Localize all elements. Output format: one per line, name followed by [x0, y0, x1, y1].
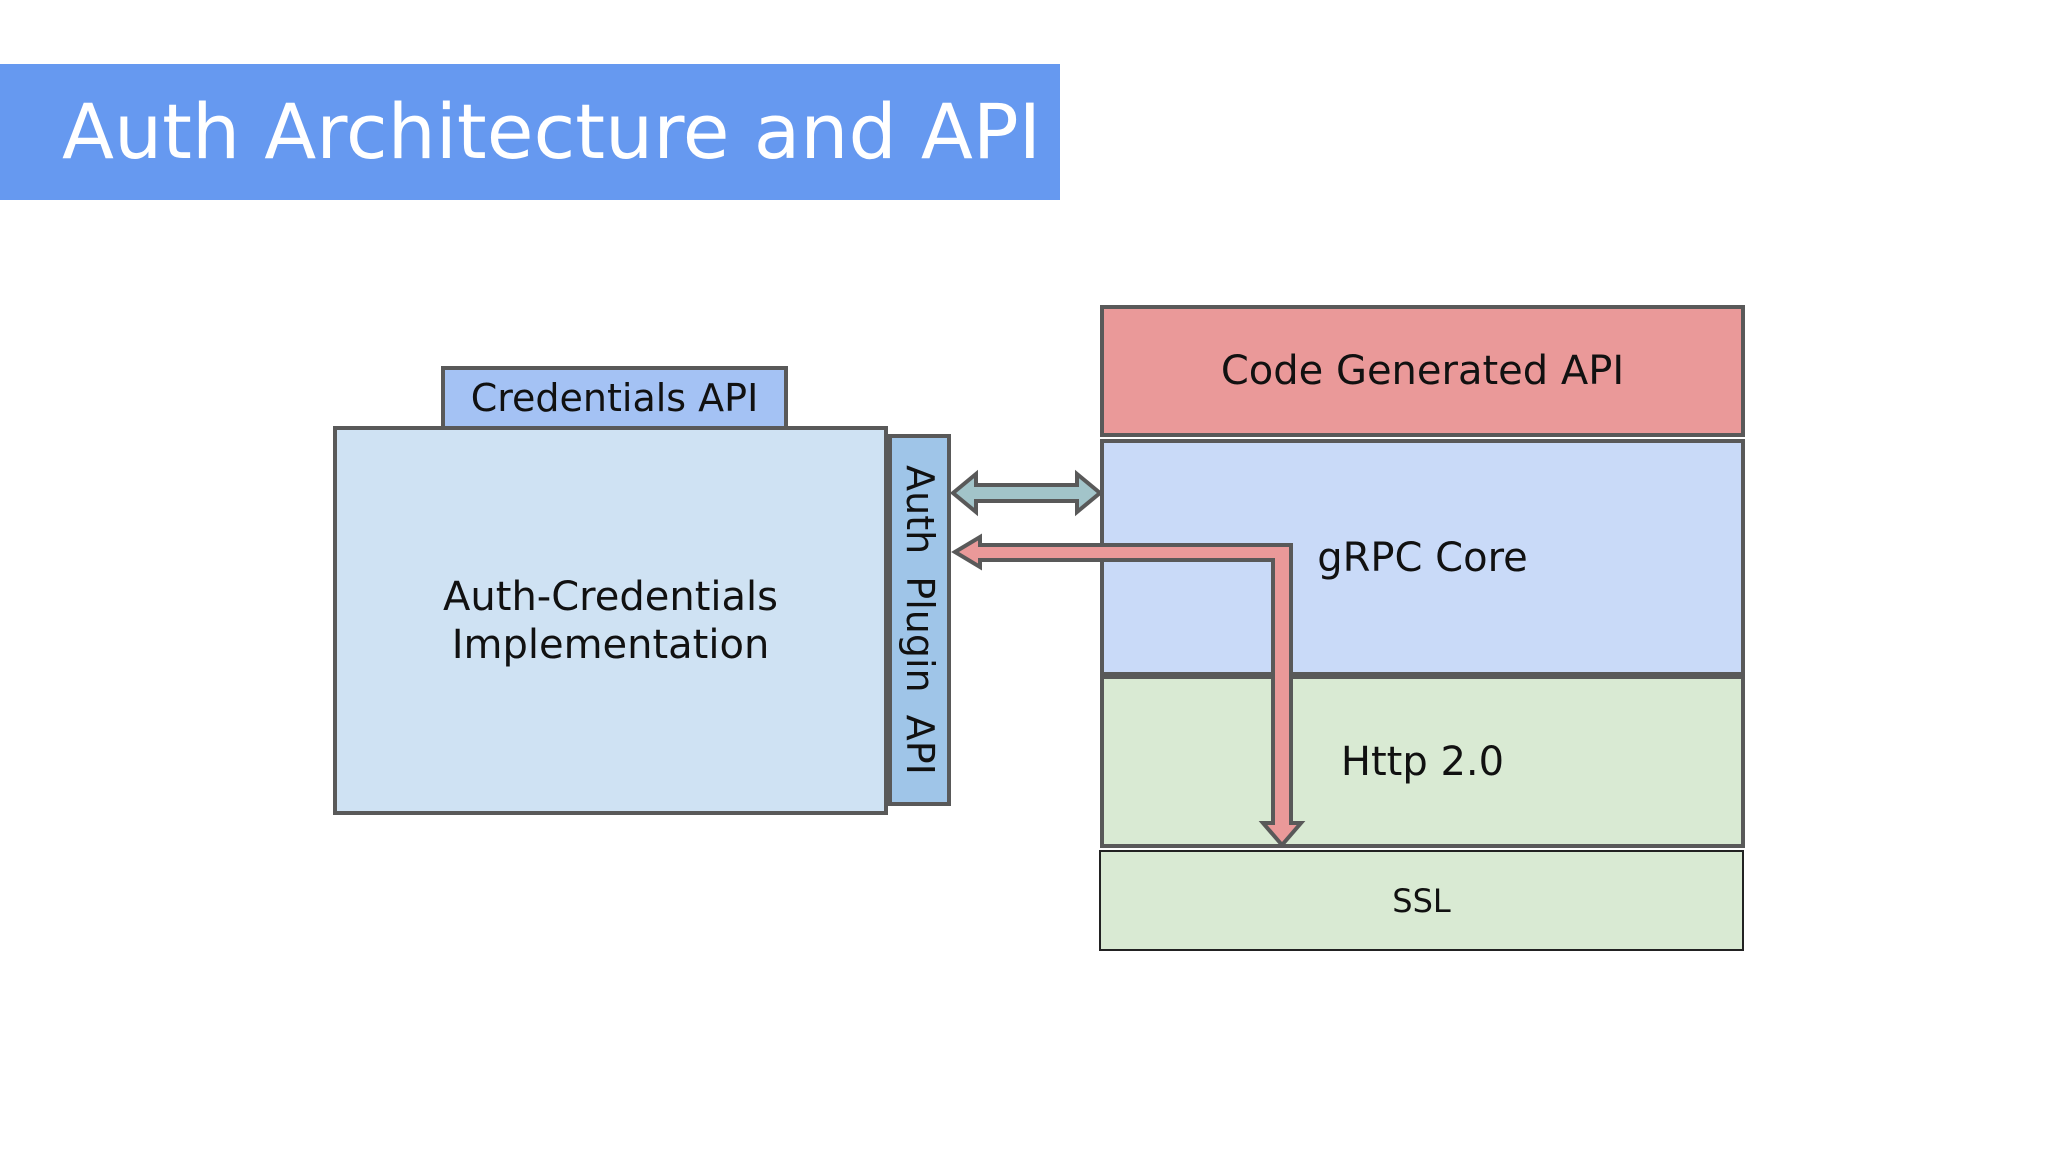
auth-plugin-api-box: Auth Plugin API: [888, 434, 951, 806]
credentials-api-box: Credentials API: [441, 366, 788, 430]
implementation-label-line1: Auth-Credentials: [443, 573, 778, 620]
auth-plugin-api-label: Auth Plugin API: [897, 465, 942, 775]
double-arrow: [949, 469, 1104, 517]
ssl-label: SSL: [1392, 881, 1451, 920]
credentials-api-label: Credentials API: [470, 376, 759, 420]
http-box: Http 2.0: [1100, 675, 1745, 848]
http-label: Http 2.0: [1340, 738, 1505, 785]
title-bar: Auth Architecture and API: [0, 64, 1060, 200]
implementation-label-line2: Implementation: [451, 621, 770, 668]
grpc-core-label: gRPC Core: [1317, 534, 1528, 581]
auth-credentials-implementation-box: Auth-Credentials Implementation: [333, 426, 888, 815]
grpc-core-box: gRPC Core: [1100, 439, 1745, 676]
code-generated-api-box: Code Generated API: [1100, 305, 1745, 437]
slide-title: Auth Architecture and API: [62, 87, 1042, 176]
code-generated-api-label: Code Generated API: [1220, 348, 1625, 394]
ssl-box: SSL: [1099, 850, 1744, 951]
